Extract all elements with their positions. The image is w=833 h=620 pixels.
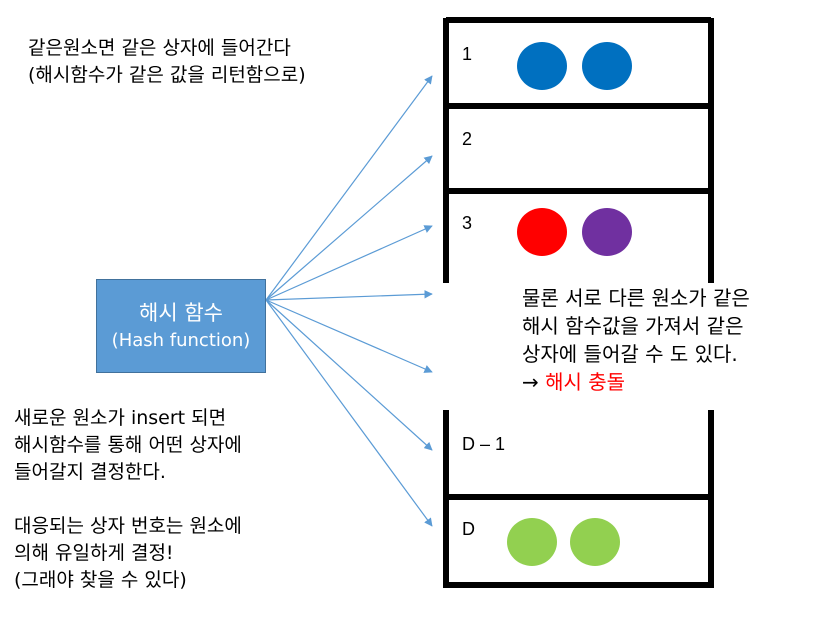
- element-ball: [517, 42, 567, 90]
- note-line: 해시함수를 통해 어떤 상자에: [14, 434, 242, 456]
- hash-collision-label: 해시 충돌: [545, 370, 626, 394]
- element-ball: [570, 518, 620, 566]
- collision-note: 물론 서로 다른 원소가 같은 해시 함수값을 가져서 같은 상자에 들어갈 수…: [522, 284, 750, 396]
- hash-function-subtitle: (Hash function): [111, 330, 251, 351]
- note-line: 같은원소면 같은 상자에 들어간다: [28, 37, 291, 59]
- bucket-label: 3: [462, 213, 472, 233]
- note-line: 새로운 원소가 insert 되면: [14, 407, 227, 429]
- mapping-arrow: [265, 225, 433, 301]
- right-arrow-icon: →: [522, 370, 539, 394]
- bucket-label: D: [462, 519, 475, 539]
- mapping-arrow: [265, 290, 433, 301]
- note-line: 해시 함수값을 가져서 같은: [522, 314, 744, 338]
- bucket-label: D – 1: [462, 434, 505, 454]
- hash-function-name: 해시 함수: [139, 301, 223, 325]
- same-element-note: 같은원소면 같은 상자에 들어간다 (해시함수가 같은 값을 리턴함으로): [28, 35, 306, 89]
- note-line: 대응되는 상자 번호는 원소에: [14, 515, 242, 537]
- element-ball: [582, 208, 632, 256]
- mapping-arrow: [265, 155, 433, 301]
- note-line: 들어갈지 결정한다.: [14, 461, 166, 483]
- mapping-arrow: [265, 299, 433, 373]
- collision-line: → 해시 충돌: [522, 368, 750, 396]
- note-line: (그래야 찾을 수 있다): [14, 569, 187, 591]
- mapping-arrows: [265, 75, 433, 527]
- bucket-table: [443, 17, 714, 588]
- element-ball: [517, 208, 567, 256]
- mapping-arrow: [265, 299, 433, 451]
- note-line: [14, 486, 242, 513]
- mapping-arrow: [265, 75, 433, 301]
- bucket-label: 1: [462, 44, 472, 64]
- element-ball: [507, 518, 557, 566]
- note-line: 물론 서로 다른 원소가 같은: [522, 286, 750, 310]
- element-ball: [582, 42, 632, 90]
- note-line: (해시함수가 같은 값을 리턴함으로): [28, 64, 306, 86]
- hash-function-box: 해시 함수 (Hash function): [96, 279, 266, 373]
- insert-note: 새로운 원소가 insert 되면 해시함수를 통해 어떤 상자에 들어갈지 결…: [14, 405, 242, 594]
- bucket-label: 2: [462, 129, 472, 149]
- note-line: 상자에 들어갈 수 도 있다.: [522, 342, 738, 366]
- note-line: 의해 유일하게 결정!: [14, 542, 174, 564]
- mapping-arrow: [265, 299, 433, 527]
